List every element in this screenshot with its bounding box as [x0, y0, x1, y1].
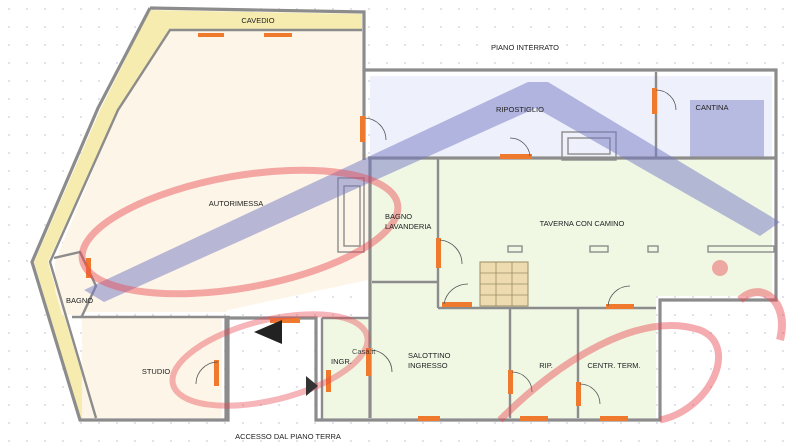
door [366, 348, 371, 376]
studio-area [82, 318, 222, 418]
openings [86, 33, 657, 421]
autorimessa-area [55, 30, 368, 312]
watermark-logo: Casa.it [78, 82, 786, 424]
window [418, 416, 440, 421]
room-label-ingr: INGR. [331, 357, 352, 366]
ingr-area [322, 318, 368, 418]
room-label-salottino-ingresso: INGRESSO [408, 361, 448, 370]
access-label: ACCESSO DAL PIANO TERRA [235, 432, 341, 441]
door [214, 360, 219, 386]
door [326, 370, 331, 392]
window [198, 33, 224, 37]
door [270, 318, 300, 323]
door [442, 302, 472, 307]
room-label-ripostiglio: RIPOSTIGLIO [496, 105, 544, 114]
door [606, 304, 634, 309]
room-label-cavedio: CAVEDIO [241, 16, 274, 25]
door [508, 370, 513, 394]
stairs [479, 261, 529, 307]
room-label-bagno: BAGNO [66, 296, 93, 305]
room-label-studio: STUDIO [142, 367, 171, 376]
window [600, 416, 628, 421]
door [500, 154, 532, 159]
room-label-taverna: TAVERNA CON CAMINO [540, 219, 625, 228]
room-fills [34, 10, 772, 418]
living-area [368, 158, 772, 418]
door [436, 238, 441, 268]
pillar-4 [707, 245, 775, 253]
room-label-lavanderia: LAVANDERIA [385, 222, 431, 231]
room-label-cantina: CANTINA [696, 103, 729, 112]
access-arrow-icon [254, 320, 318, 396]
door [576, 382, 581, 406]
room-label-rip: RIP. [539, 361, 553, 370]
door-arcs [195, 89, 677, 405]
window [520, 416, 548, 421]
room-label-salottino: SALOTTINO [408, 351, 451, 360]
room-label-bagno-lavanderia: BAGNO [385, 212, 412, 221]
labels: PIANO INTERRATO CAVEDIO AUTORIMESSA RIPO… [66, 16, 728, 441]
room-label-centr-term: CENTR. TERM. [587, 361, 640, 370]
door [86, 258, 91, 278]
room-label-autorimessa: AUTORIMESSA [209, 199, 263, 208]
watermark-text: Casa.it [352, 347, 376, 356]
window [264, 33, 292, 37]
pillar-2 [589, 245, 609, 253]
door [652, 88, 657, 114]
door [360, 116, 365, 142]
pillar-3 [647, 245, 659, 253]
page-title: PIANO INTERRATO [491, 43, 559, 52]
pillar-1 [507, 245, 523, 253]
cavedio-inner-wall [48, 28, 362, 419]
outer-wall [30, 6, 778, 422]
